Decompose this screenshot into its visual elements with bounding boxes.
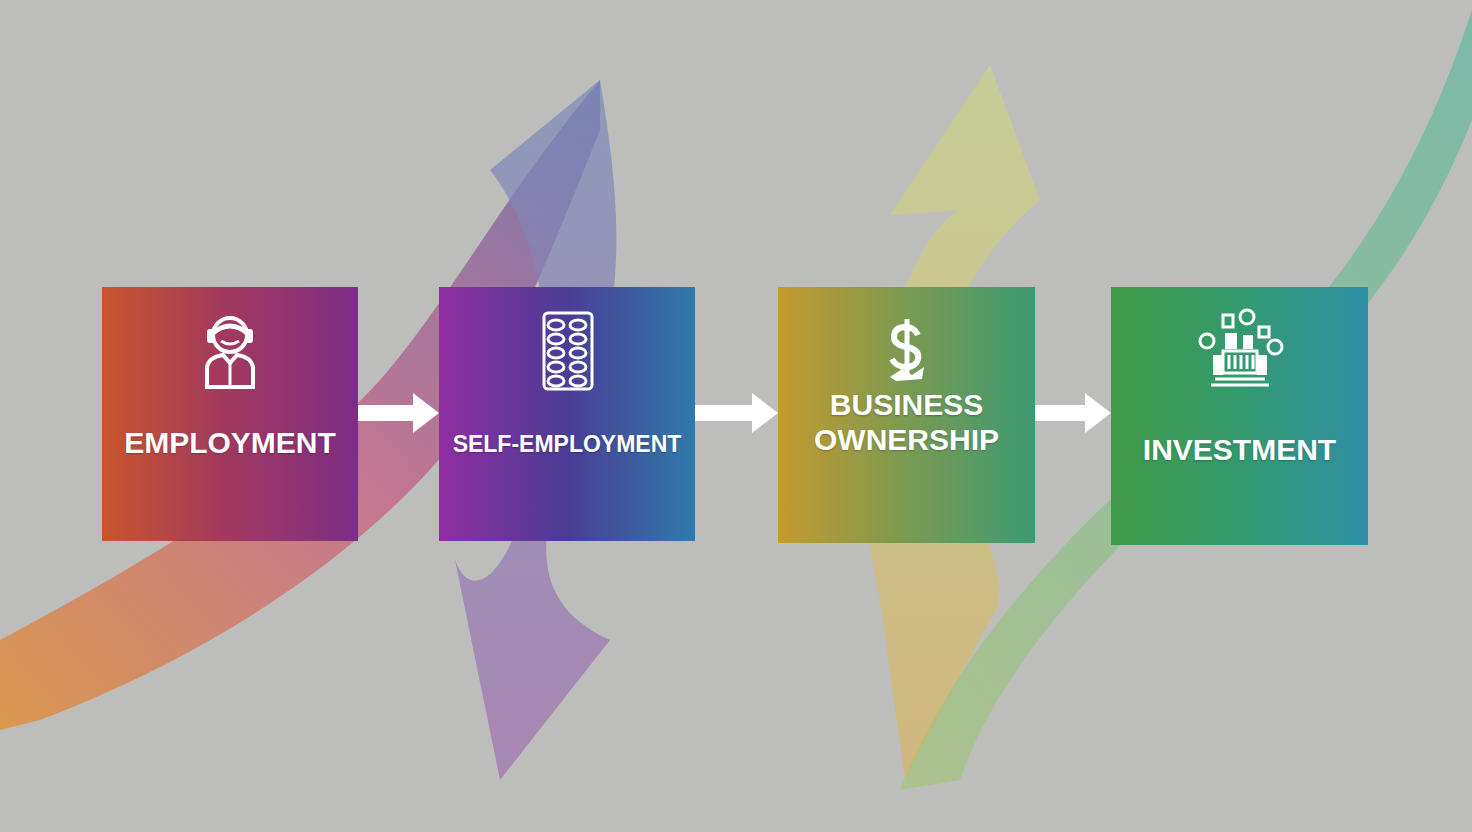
flow-arrow	[358, 393, 439, 433]
stage-box: INVESTMENT	[1111, 287, 1368, 545]
stage-label: INVESTMENT	[1119, 432, 1360, 467]
stage-label: EMPLOYMENT	[110, 425, 350, 460]
stage-label: BUSINESS OWNERSHIP	[786, 387, 1027, 458]
worker-icon	[185, 305, 275, 395]
stage-box: SELF-EMPLOYMENT	[439, 287, 695, 541]
flow-arrow	[1035, 393, 1111, 433]
investment-icon	[1195, 305, 1285, 395]
flow-arrow	[695, 393, 778, 433]
coin-stack-icon	[522, 305, 612, 395]
stage-label: SELF-EMPLOYMENT	[447, 431, 687, 458]
stage-box: BUSINESS OWNERSHIP	[778, 287, 1035, 543]
stage-box: EMPLOYMENT	[102, 287, 358, 541]
dollar-icon	[862, 305, 952, 395]
